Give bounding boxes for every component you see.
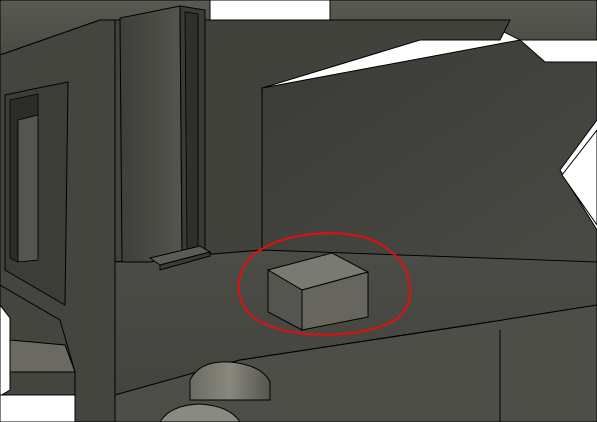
left-lower-cutout bbox=[0, 284, 76, 422]
vertical-slot bbox=[119, 5, 206, 263]
slot-ledge bbox=[148, 245, 212, 271]
cylinder-boss bbox=[159, 361, 271, 422]
left-window bbox=[4, 81, 69, 306]
annotation-circle bbox=[237, 232, 411, 336]
rectangular-boss-block[interactable] bbox=[266, 252, 370, 331]
